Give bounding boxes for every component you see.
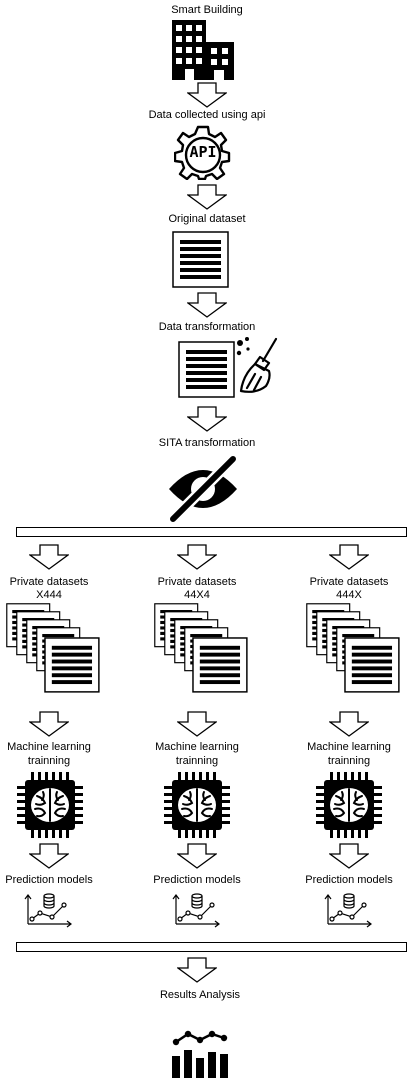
bar-line-chart-icon (172, 1030, 228, 1078)
splitter-bar (16, 527, 407, 537)
chart-database-icon (172, 893, 220, 928)
ai-chip-brain-icon (17, 772, 83, 838)
ai-chip-brain-icon (164, 772, 230, 838)
arrow-down-branch-2 (177, 544, 217, 570)
arrow-down-1 (187, 82, 227, 108)
arrow-down-branch-1c (29, 843, 69, 869)
building-icon (172, 20, 234, 80)
ml-label-2b: trainning (175, 755, 219, 767)
chart-database-icon (324, 893, 372, 928)
prediction-models-label-2: Prediction models (153, 874, 241, 886)
arrow-down-branch-3 (329, 544, 369, 570)
arrow-down-branch-3b (329, 711, 369, 737)
prediction-models-label-1: Prediction models (5, 874, 93, 886)
ml-label-3b: trainning (327, 755, 371, 767)
eye-slash-icon (167, 455, 239, 523)
arrow-down-3 (187, 292, 227, 318)
ai-chip-brain-icon (316, 772, 382, 838)
data-transformation-label: Data transformation (158, 321, 256, 333)
ml-label-3a: Machine learning (307, 741, 391, 753)
arrow-down-branch-1 (29, 544, 69, 570)
private-datasets-label-3: Private datasets (309, 576, 389, 588)
arrow-down-branch-3c (329, 843, 369, 869)
chart-database-icon (24, 893, 72, 928)
prediction-models-label-3: Prediction models (305, 874, 393, 886)
broom-icon (236, 337, 278, 393)
merge-bar (16, 942, 407, 952)
private-datasets-label-2: Private datasets (157, 576, 237, 588)
arrow-down-branch-2b (177, 711, 217, 737)
arrow-down-branch-2c (177, 843, 217, 869)
results-analysis-label: Results Analysis (159, 989, 241, 1001)
stacked-documents-icon (6, 603, 100, 693)
api-gear-icon: API (174, 124, 232, 180)
arrow-down-4 (187, 406, 227, 432)
arrow-down-2 (187, 184, 227, 210)
smart-building-label: Smart Building (171, 4, 243, 16)
document-icon (178, 341, 235, 398)
sita-transformation-label: SITA transformation (158, 437, 256, 449)
data-collected-label: Data collected using api (148, 109, 266, 121)
ml-label-2a: Machine learning (155, 741, 239, 753)
arrow-down-final (177, 957, 217, 983)
stacked-documents-icon (154, 603, 248, 693)
ml-label-1a: Machine learning (7, 741, 91, 753)
ml-label-1b: trainning (27, 755, 71, 767)
dataset-code-3: 444X (336, 589, 362, 601)
api-text: API (189, 143, 217, 161)
private-datasets-label-1: Private datasets (9, 576, 89, 588)
stacked-documents-icon (306, 603, 400, 693)
original-dataset-label: Original dataset (168, 213, 246, 225)
dataset-code-2: 44X4 (184, 589, 210, 601)
arrow-down-branch-1b (29, 711, 69, 737)
document-icon (172, 231, 229, 288)
dataset-code-1: X444 (36, 589, 62, 601)
